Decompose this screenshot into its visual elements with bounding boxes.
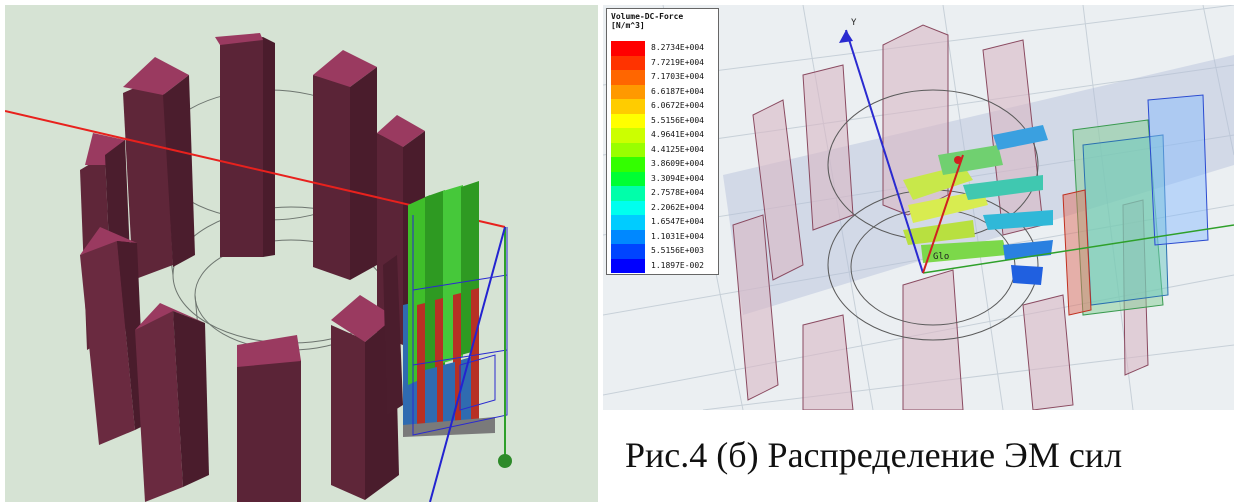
legend-value: 1.1031E+004: [651, 231, 704, 241]
magnet-block: [313, 50, 377, 280]
legend-swatch: [611, 171, 645, 186]
y-axis-line: [845, 29, 924, 274]
legend-value: 8.2734E+004: [651, 43, 704, 52]
model-scene: [5, 33, 512, 502]
axis-origin-marker: [498, 454, 512, 468]
legend-entry: 4.9641E+004: [611, 128, 704, 143]
legend-value: 3.8609E+004: [651, 159, 704, 168]
legend-entry: 7.7219E+004: [611, 55, 704, 70]
legend-scale: 8.2734E+004 7.7219E+004 7.1703E+004 6.6187E…: [611, 41, 704, 273]
legend-swatch: [611, 215, 645, 230]
em-force-distribution-view[interactable]: Y Glo Volume-DC-Force [N/m^3] 8.2734E+00…: [603, 5, 1234, 410]
force-scene: Y Glo: [603, 5, 1234, 410]
legend-entry: 4.4125E+004: [611, 142, 704, 157]
legend-swatch: [611, 128, 645, 143]
legend-swatch: [611, 258, 645, 273]
legend-entry: 5.5156E+004: [611, 113, 704, 128]
z-axis-line: [922, 154, 964, 274]
legend-swatch: [611, 41, 645, 56]
magnet-block: [123, 57, 195, 280]
stator-magnets-front: [80, 227, 403, 502]
legend-value: 5.5156E+003: [651, 246, 704, 255]
legend-swatch: [611, 229, 645, 244]
y-axis-label: Y: [851, 18, 857, 28]
legend-entry: 6.0672E+004: [611, 99, 704, 114]
coil-assembly: [403, 181, 495, 437]
x-axis-line: [922, 224, 1234, 274]
legend-swatch: [611, 99, 645, 114]
axis-origin-marker: [954, 156, 962, 164]
legend-value: 6.6187E+004: [651, 86, 704, 96]
legend-swatch: [611, 200, 645, 215]
magnet-block: [237, 335, 301, 502]
legend-swatch: [611, 70, 645, 85]
legend-entry: 2.2062E+004: [611, 200, 704, 215]
legend-entry: 1.6547E+004: [611, 215, 704, 230]
force-vectors: [903, 125, 1053, 285]
legend-value: 7.7219E+004: [651, 57, 704, 67]
legend-swatch: [611, 157, 645, 172]
legend-value: 2.2062E+004: [651, 202, 704, 212]
legend-value: 4.4125E+004: [651, 144, 704, 154]
legend-swatch: [611, 186, 645, 201]
legend-entry: 1.1897E-002: [611, 258, 704, 273]
legend-value: 2.7578E+004: [651, 188, 704, 197]
legend-entry: 3.3094E+004: [611, 171, 704, 186]
legend-entry: 6.6187E+004: [611, 84, 704, 99]
legend-entry: 8.2734E+004: [611, 41, 704, 56]
magnet-block: [80, 227, 145, 445]
legend-value: 5.5156E+004: [651, 115, 704, 125]
coil-assembly: [1062, 94, 1209, 316]
legend-swatch: [611, 55, 645, 70]
figure-caption: Рис.4 (б) Распределение ЭМ сил: [625, 435, 1123, 475]
legend-title: Volume-DC-Force: [611, 12, 684, 21]
legend-swatch: [611, 113, 645, 128]
y-axis-arrow: [839, 30, 853, 43]
legend-swatch: [611, 244, 645, 259]
stator-magnets: [732, 24, 1149, 410]
legend-value: 3.3094E+004: [651, 173, 704, 183]
legend-value: 6.0672E+004: [651, 101, 704, 110]
legend-entry: 2.7578E+004: [611, 186, 704, 201]
stator-magnets: [80, 33, 425, 350]
legend-unit: [N/m^3]: [611, 21, 645, 30]
legend-swatch: [611, 84, 645, 99]
legend-entry: 1.1031E+004: [611, 229, 704, 244]
color-legend: Volume-DC-Force [N/m^3] 8.2734E+004 7.721…: [606, 8, 719, 275]
magnet-block: [215, 33, 275, 257]
legend-value: 1.6547E+004: [651, 217, 704, 226]
magnet-block: [135, 303, 209, 502]
legend-entry: 3.8609E+004: [611, 157, 704, 172]
magnet-block: [331, 295, 399, 500]
legend-entry: 5.5156E+003: [611, 244, 704, 259]
origin-label: Glo: [933, 252, 949, 262]
legend-value: 1.1897E-002: [651, 260, 704, 270]
stator-coil-model-view[interactable]: [5, 5, 598, 502]
legend-entry: 7.1703E+004: [611, 70, 704, 85]
legend-value: 4.9641E+004: [651, 130, 704, 139]
magnet-block: [383, 255, 403, 415]
legend-value: 7.1703E+004: [651, 72, 704, 81]
z-axis-line: [429, 226, 506, 502]
legend-swatch: [611, 142, 645, 157]
